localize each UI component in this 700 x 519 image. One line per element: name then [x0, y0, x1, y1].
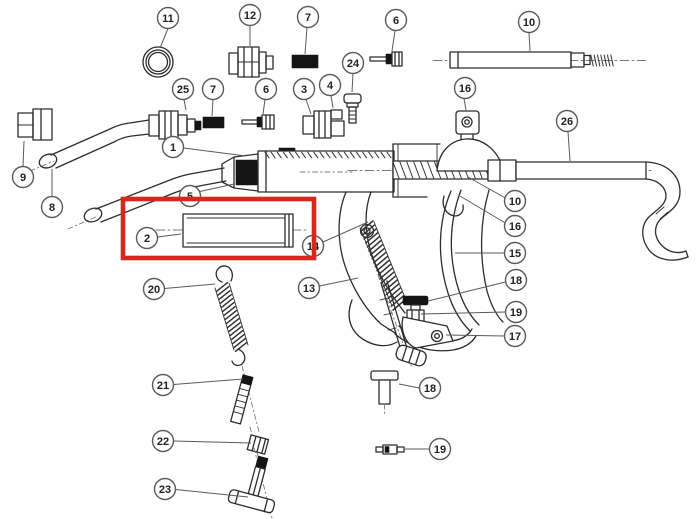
callout-13: 13: [297, 276, 359, 300]
svg-text:6: 6: [393, 15, 399, 27]
rod-threads: [590, 54, 614, 67]
callout-6: 6: [254, 77, 278, 115]
svg-text:4: 4: [327, 80, 334, 92]
callout-18: 18: [398, 376, 442, 400]
part-12-coupler: [228, 46, 274, 78]
part-21-plunger-rod: [230, 365, 260, 433]
callout-15: 15: [455, 241, 527, 265]
svg-text:15: 15: [509, 248, 521, 260]
callout-6: 6: [384, 8, 408, 52]
svg-text:24: 24: [347, 58, 360, 70]
trigger-spring-coil: [360, 220, 406, 311]
svg-text:3: 3: [301, 84, 307, 96]
callout-17: 17: [445, 324, 527, 348]
svg-text:2: 2: [144, 233, 150, 245]
callout-20: 20: [142, 277, 216, 301]
svg-text:6: 6: [263, 84, 269, 96]
barrel-hatch: [264, 151, 392, 159]
callout-19: 19: [420, 300, 528, 324]
callout-25: 25: [171, 77, 195, 111]
callout-9: 9: [11, 140, 35, 189]
svg-text:18: 18: [510, 275, 522, 287]
trigger-guard: [394, 316, 477, 352]
callout-1: 1: [161, 135, 247, 159]
callout-2: 2: [135, 226, 182, 250]
svg-text:25: 25: [177, 84, 189, 96]
part-16-valve-block: [455, 110, 480, 143]
svg-text:19: 19: [434, 444, 446, 456]
front-grip-trigger: [338, 191, 407, 347]
part-2-sleeve: [155, 213, 307, 248]
part-20-tension-spring: [214, 265, 249, 367]
callout-26: 26: [555, 109, 579, 162]
svg-text:11: 11: [162, 13, 174, 25]
part-23-t-bolt: [227, 447, 276, 519]
callout-23: 23: [153, 477, 249, 501]
part-22-block: [246, 426, 270, 457]
part-6-screw-mid: [241, 114, 275, 130]
callout-8: 8: [40, 169, 64, 219]
callout-10: 10: [467, 176, 527, 213]
svg-text:10: 10: [523, 17, 535, 29]
svg-text:26: 26: [561, 116, 573, 128]
svg-text:7: 7: [305, 12, 311, 24]
part-24-bolt: [343, 93, 362, 124]
svg-text:19: 19: [510, 307, 522, 319]
svg-text:21: 21: [157, 380, 169, 392]
callout-5: 5: [178, 183, 235, 208]
part-19-fitting: [375, 444, 405, 455]
callout-21: 21: [151, 373, 244, 397]
svg-text:9: 9: [20, 172, 26, 184]
part-6-screw-top: [369, 51, 403, 67]
svg-text:1: 1: [170, 142, 176, 154]
tension-spring-coil: [215, 281, 248, 353]
upper-wand: [29, 110, 202, 172]
callout-18: 18: [427, 268, 528, 302]
callout-7: 7: [201, 77, 225, 117]
part-7-seal-mid: [202, 116, 225, 129]
part-11-o-ring: [142, 46, 174, 78]
callout-16: 16: [459, 195, 527, 238]
callout-24: 24: [341, 51, 365, 93]
callout-19: 19: [405, 437, 452, 461]
callout-11: 11: [156, 6, 180, 49]
svg-text:12: 12: [244, 10, 256, 22]
svg-text:10: 10: [509, 196, 521, 208]
callout-3: 3: [292, 77, 316, 115]
rear-grip: [439, 189, 504, 332]
svg-text:8: 8: [49, 202, 55, 214]
pushrod-and-outlet-tube: [347, 138, 689, 261]
highlight-box: [120, 196, 317, 261]
part-9-nut: [17, 108, 53, 141]
svg-text:7: 7: [210, 84, 216, 96]
svg-text:18: 18: [424, 383, 436, 395]
callout-4: 4: [318, 73, 342, 109]
callout-7: 7: [296, 5, 320, 55]
part-7-seal-top: [291, 54, 319, 69]
svg-text:20: 20: [148, 284, 160, 296]
svg-text:17: 17: [509, 331, 521, 343]
callout-22: 22: [151, 429, 252, 453]
svg-text:22: 22: [157, 436, 169, 448]
svg-text:16: 16: [459, 83, 471, 95]
callout-10: 10: [517, 10, 541, 52]
callout-16: 16: [453, 76, 477, 111]
part-18-t-pin: [370, 370, 399, 415]
svg-text:13: 13: [303, 283, 315, 295]
svg-text:16: 16: [509, 221, 521, 233]
part-10-rod: [432, 51, 650, 69]
part-3-4-housing: [302, 109, 345, 139]
callout-12: 12: [238, 3, 262, 46]
svg-text:23: 23: [159, 484, 171, 496]
